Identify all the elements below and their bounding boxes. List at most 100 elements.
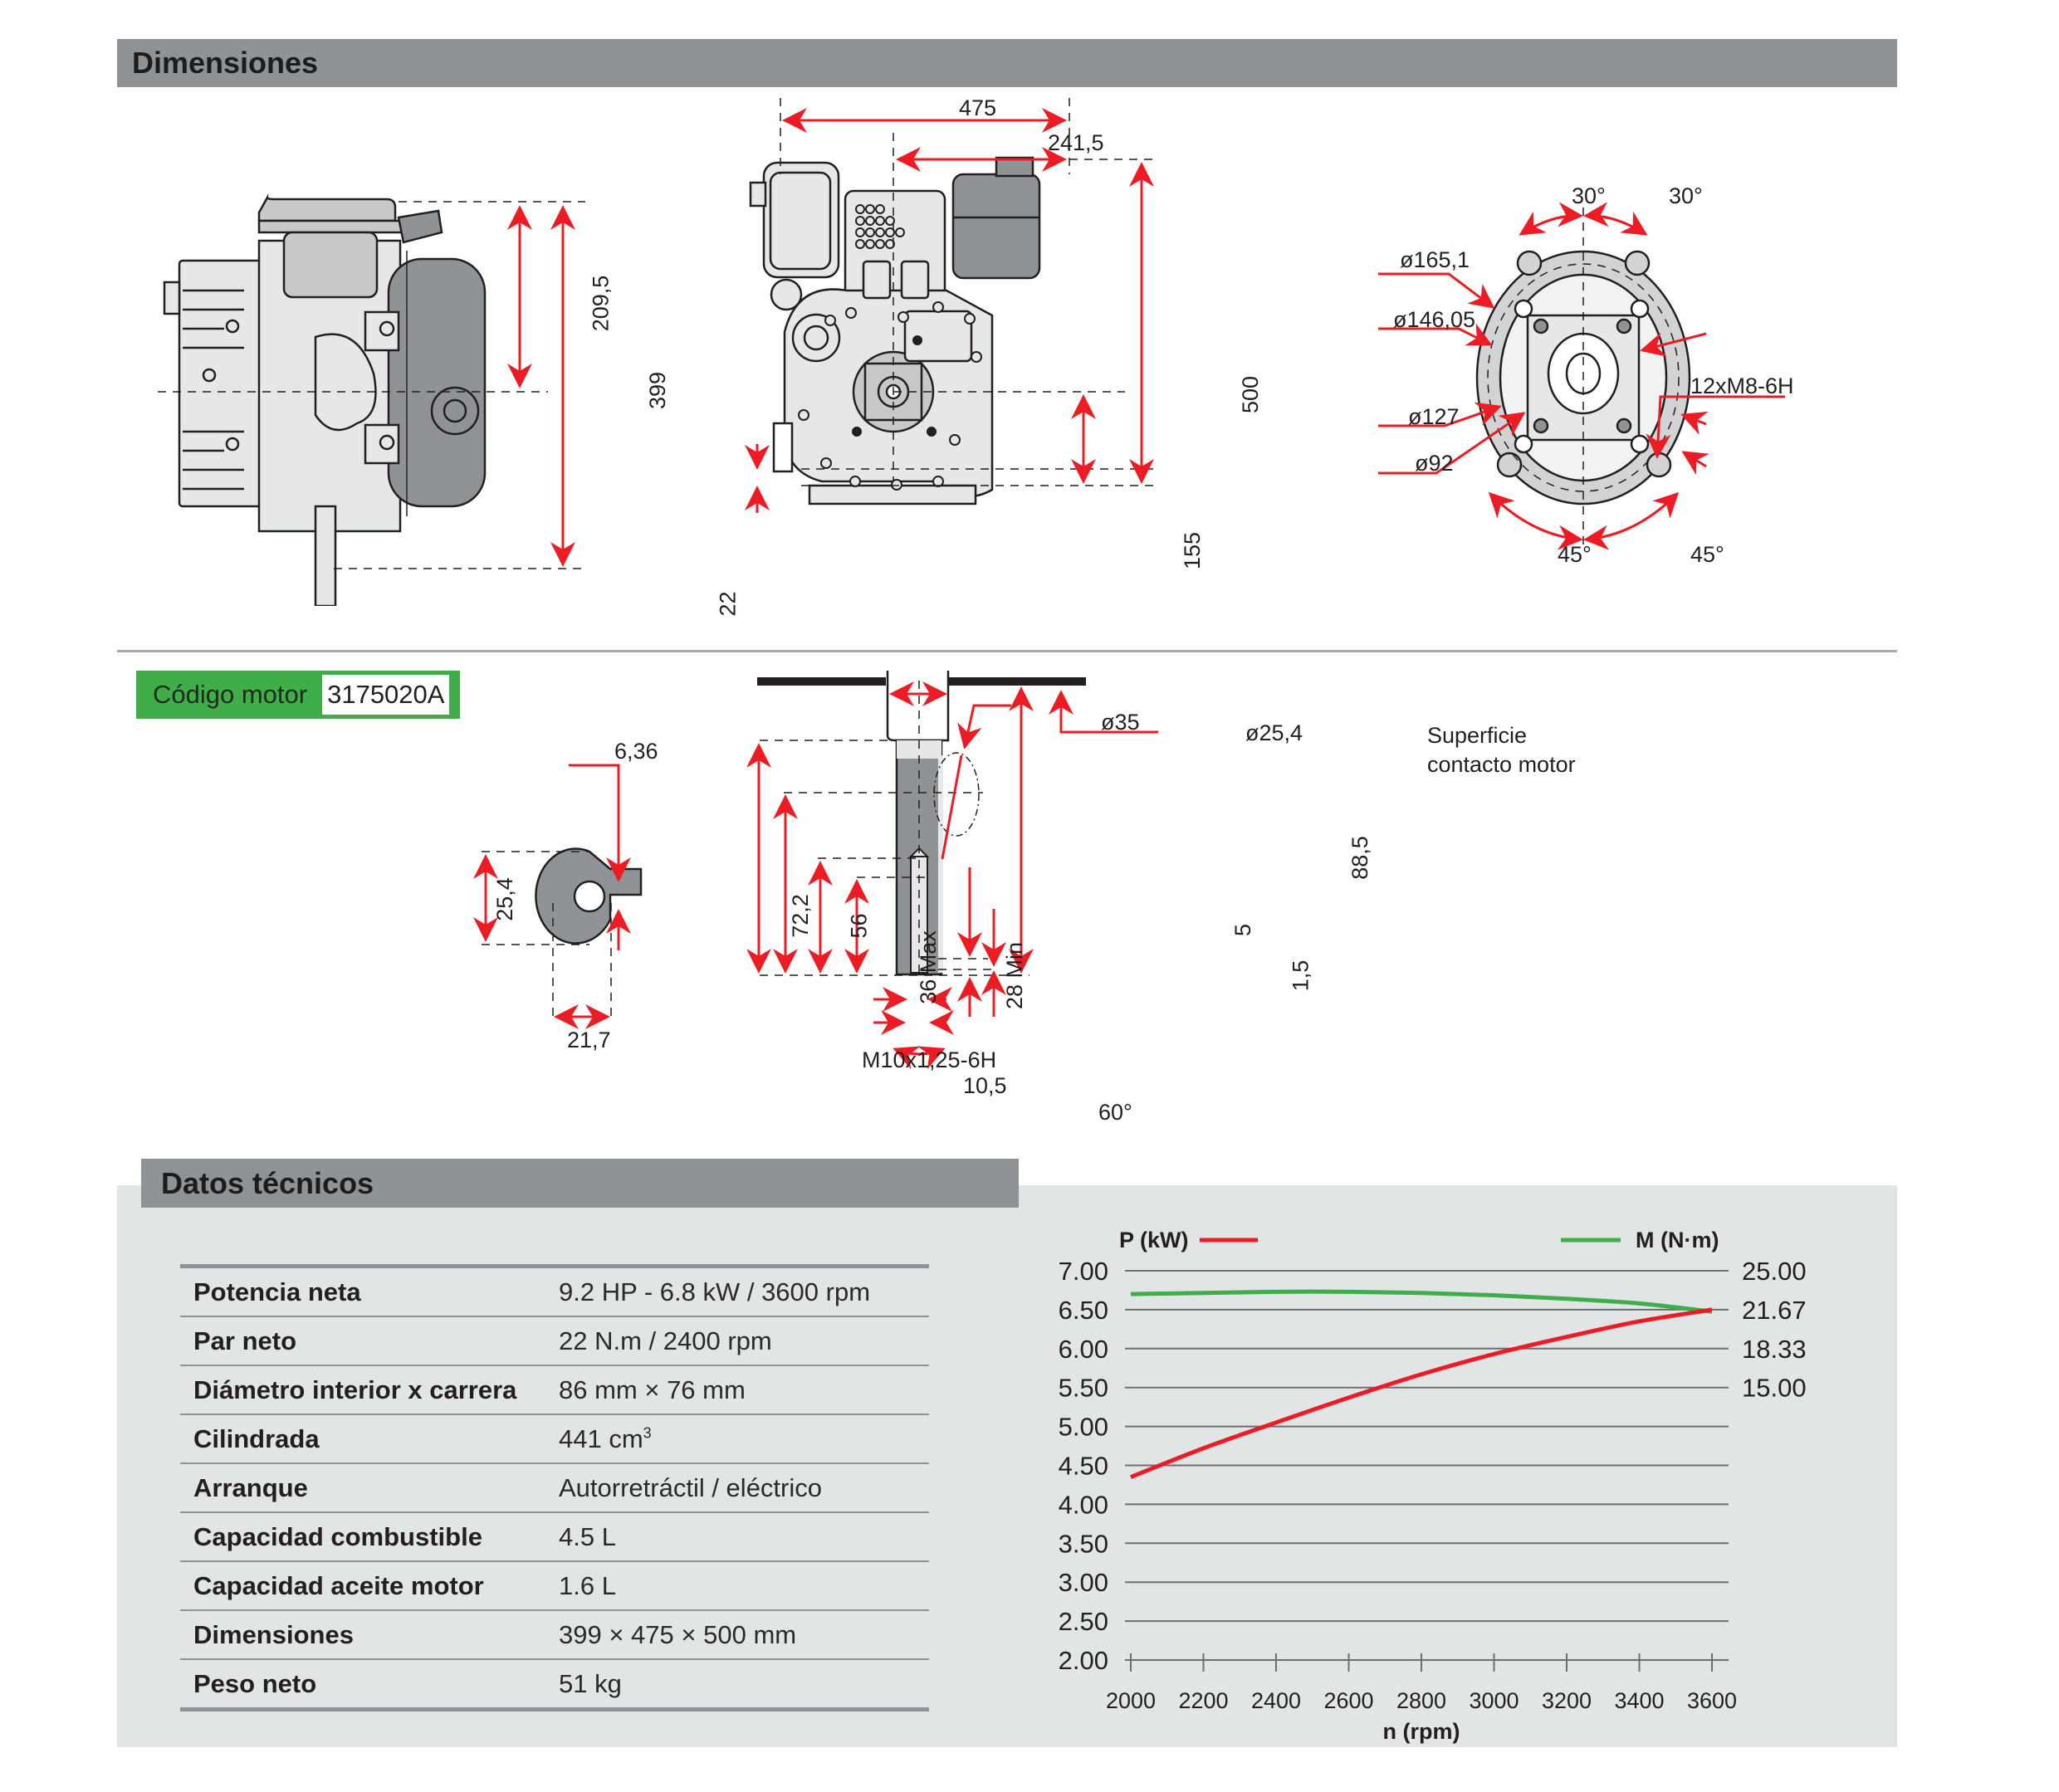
dim-keyway: 6,36 bbox=[614, 739, 658, 764]
dim-diameter-127: ø127 bbox=[1408, 404, 1460, 429]
dim-upper-height: 209,5 bbox=[588, 275, 614, 332]
section-divider bbox=[117, 650, 1897, 652]
dim-angle-bottom-left: 45° bbox=[1558, 542, 1592, 567]
engine-code-label: Código motor bbox=[153, 680, 308, 709]
dim-chamfer-angle: 60° bbox=[1098, 1100, 1132, 1125]
y2-tick-label: 21.67 bbox=[1742, 1296, 1807, 1325]
spec-label: Peso neto bbox=[180, 1659, 559, 1711]
x-tick-label: 2800 bbox=[1396, 1688, 1446, 1713]
y-tick-label: 6.00 bbox=[1059, 1335, 1108, 1364]
y2-tick-label: 18.33 bbox=[1742, 1335, 1807, 1364]
y-tick-label: 4.50 bbox=[1059, 1452, 1108, 1481]
y-tick-label: 3.50 bbox=[1059, 1529, 1108, 1558]
engine-code-value: 3175020A bbox=[322, 675, 450, 715]
dim-key-depth: 21,7 bbox=[567, 1028, 611, 1052]
spec-value: 1.6 L bbox=[559, 1561, 929, 1611]
spec-label: Capacidad aceite motor bbox=[180, 1561, 559, 1611]
spec-label: Cilindrada bbox=[180, 1414, 559, 1464]
dim-diameter-92: ø92 bbox=[1415, 451, 1454, 476]
spec-label: Arranque bbox=[180, 1463, 559, 1513]
y-tick-label: 3.00 bbox=[1059, 1568, 1108, 1597]
y-tick-label: 5.00 bbox=[1059, 1413, 1108, 1442]
x-tick-label: 2000 bbox=[1106, 1688, 1156, 1713]
engine-code-box: Código motor 3175020A bbox=[136, 671, 460, 719]
x-tick-label: 3400 bbox=[1614, 1688, 1664, 1713]
dim-half-width: 241,5 bbox=[1048, 130, 1104, 155]
dim-total-height-side: 399 bbox=[645, 371, 671, 410]
dim-angle-bottom-right: 45° bbox=[1690, 542, 1724, 567]
y-tick-label: 2.50 bbox=[1059, 1607, 1108, 1636]
surface-label-line2: contacto motor bbox=[1427, 752, 1576, 777]
spec-value: 399 × 475 × 500 mm bbox=[559, 1610, 929, 1660]
dim-diameter-146: ø146,05 bbox=[1393, 307, 1476, 332]
spec-value: 441 cm3 bbox=[559, 1414, 929, 1464]
x-tick-label: 2200 bbox=[1178, 1688, 1228, 1713]
x-tick-label: 3000 bbox=[1469, 1688, 1519, 1713]
x-tick-label: 3200 bbox=[1542, 1688, 1592, 1713]
front-view-drawing bbox=[745, 98, 1158, 513]
dim-angle-top-left: 30° bbox=[1572, 183, 1606, 208]
spec-value: 86 mm × 76 mm bbox=[559, 1365, 929, 1415]
flange-view-drawing bbox=[1378, 202, 1785, 550]
dim-total-width: 475 bbox=[959, 95, 997, 120]
x-tick-label: 3600 bbox=[1687, 1688, 1737, 1713]
dim-key-diameter: 25,4 bbox=[492, 877, 517, 921]
spec-value: 4.5 L bbox=[559, 1512, 929, 1562]
y-tick-label: 7.00 bbox=[1059, 1257, 1108, 1286]
spec-label: Capacidad combustible bbox=[180, 1512, 559, 1562]
dim-shaft-height: 155 bbox=[1180, 531, 1206, 570]
x-tick-label: 2600 bbox=[1323, 1688, 1373, 1713]
series-torque-line bbox=[1130, 1289, 1713, 1314]
spec-label: Potencia neta bbox=[180, 1264, 559, 1317]
spec-value: 9.2 HP - 6.8 kW / 3600 rpm bbox=[559, 1264, 929, 1317]
dim-total-height-front: 500 bbox=[1238, 375, 1264, 414]
spec-value: Autorretráctil / eléctrico bbox=[559, 1463, 929, 1513]
dim-5: 5 bbox=[1230, 923, 1256, 937]
dim-angle-top-right: 30° bbox=[1669, 183, 1703, 208]
dim-length-total: 88,5 bbox=[1347, 836, 1372, 880]
legend-torque-label: M (N·m) bbox=[1636, 1228, 1719, 1252]
spec-value: 51 kg bbox=[559, 1659, 929, 1711]
dim-1-5: 1,5 bbox=[1288, 959, 1313, 992]
y-tick-label: 6.50 bbox=[1059, 1296, 1108, 1325]
y2-tick-label: 25.00 bbox=[1742, 1257, 1807, 1286]
spec-value: 22 N.m / 2400 rpm bbox=[559, 1316, 929, 1366]
legend-power-label: P (kW) bbox=[1119, 1228, 1189, 1252]
dim-length-56: 56 bbox=[846, 913, 872, 939]
key-view-drawing bbox=[473, 764, 643, 1029]
series-power-line bbox=[1130, 1307, 1713, 1479]
surface-label-line1: Superficie bbox=[1427, 723, 1528, 748]
dimensions-header: Dimensiones bbox=[117, 39, 1897, 87]
dim-bore: ø35 bbox=[1101, 710, 1140, 735]
y-tick-label: 2.00 bbox=[1059, 1646, 1108, 1675]
dim-thread-spec: M10x1,25-6H bbox=[862, 1047, 997, 1072]
x-tick-label: 2400 bbox=[1251, 1688, 1301, 1713]
y-tick-label: 5.50 bbox=[1059, 1374, 1108, 1403]
dim-diameter-165: ø165,1 bbox=[1400, 247, 1470, 272]
y2-tick-label: 15.00 bbox=[1742, 1374, 1807, 1403]
dim-shaft-diameter: ø25,4 bbox=[1245, 720, 1303, 745]
side-view-drawing bbox=[158, 193, 585, 606]
dim-thread-max: 36 Max bbox=[915, 930, 941, 1004]
spec-label: Dimensiones bbox=[180, 1610, 559, 1660]
dim-length-72: 72,2 bbox=[787, 894, 813, 938]
performance-chart: 2.002.503.003.504.004.505.005.506.006.50… bbox=[1059, 1228, 1807, 1744]
x-axis-label: n (rpm) bbox=[1383, 1719, 1460, 1744]
shaft-view-drawing bbox=[747, 671, 1158, 1070]
dim-counterbore: 10,5 bbox=[963, 1073, 1007, 1098]
dim-threads: 12xM8-6H bbox=[1690, 374, 1794, 398]
dim-thread-min: 28 Min bbox=[1002, 941, 1028, 1010]
dim-base: 22 bbox=[715, 591, 741, 617]
spec-value-superscript: 3 bbox=[643, 1424, 652, 1442]
tech-data-header: Datos técnicos bbox=[141, 1159, 1019, 1208]
